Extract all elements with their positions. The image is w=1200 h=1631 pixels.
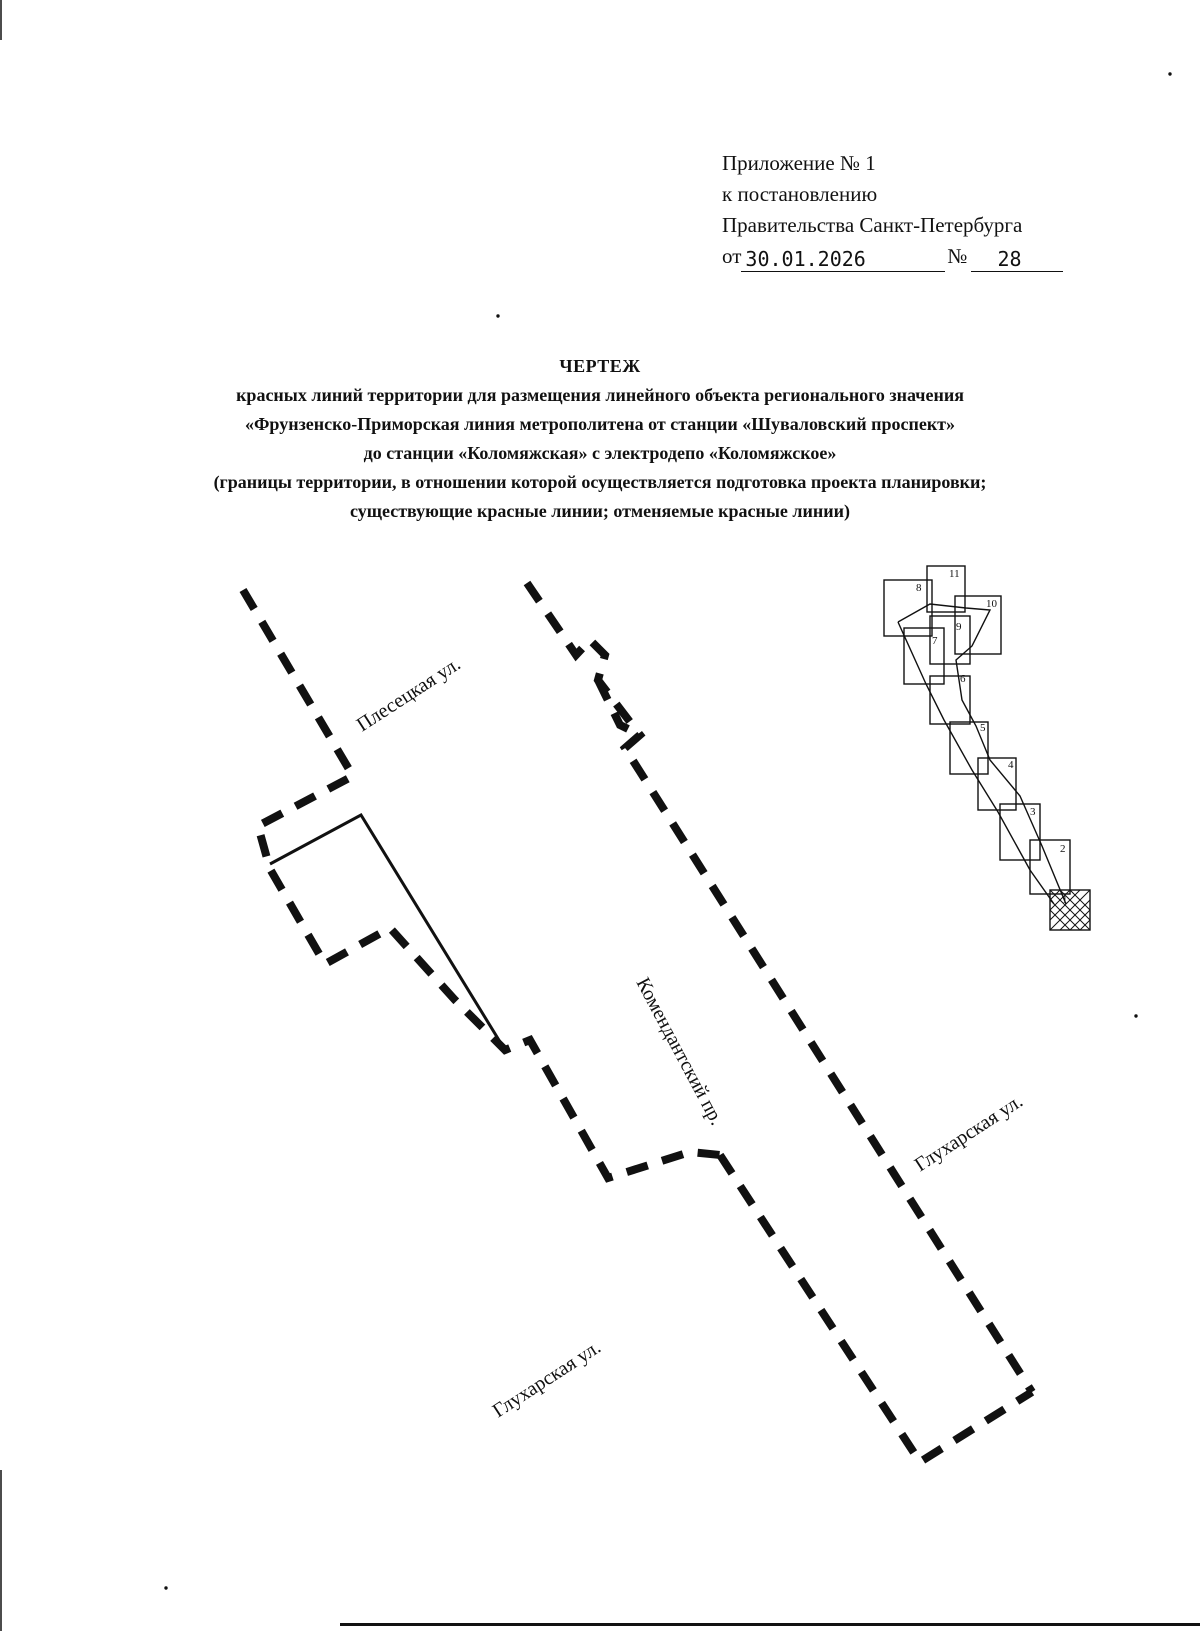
scan-dot-1 [1168, 72, 1172, 76]
index-sheet-number-8: 8 [916, 582, 922, 594]
street-label-glukharskaya-west: Глухарская ул. [489, 1336, 605, 1422]
title-line-1: красных линий территории для размещения … [236, 385, 964, 405]
boundary-east [523, 580, 1036, 1395]
street-labels: Плесецкая ул. Комендантский пр. Глухарск… [353, 653, 1027, 1422]
index-sheet-number-10: 10 [986, 598, 998, 610]
boundary-east-notch [594, 678, 642, 739]
index-sheet-number-7: 7 [932, 635, 938, 647]
existing-red-lines [269, 813, 507, 1051]
scan-marks [0, 0, 1172, 1631]
index-sheet-number-4: 4 [1008, 759, 1014, 771]
appendix-date: 30.01.2026 [741, 247, 946, 272]
appendix-block: Приложение № 1 к постановлению Правитель… [722, 148, 1082, 272]
title-line-5: существующие красные линии; отменяемые к… [350, 501, 850, 521]
territory-boundary-lines [239, 580, 1036, 1468]
index-sheet-5 [949, 721, 989, 775]
title-line-3: до станции «Коломяжская» с электродепо «… [363, 443, 837, 463]
index-sheet-3 [999, 803, 1041, 861]
footer-rule [340, 1623, 1200, 1626]
title-line-4: (границы территории, в отношении которой… [213, 472, 987, 492]
appendix-title: Приложение № 1 [722, 151, 876, 175]
appendix-from-label: от [722, 244, 742, 268]
title-main: ЧЕРТЕЖ [559, 356, 641, 376]
drawing-title: ЧЕРТЕЖ красных линий территории для разм… [120, 352, 1080, 526]
index-sheet-8 [883, 579, 933, 637]
index-sheet-number-9: 9 [956, 621, 962, 633]
index-sheet-11 [926, 565, 966, 613]
appendix-number-sign: № [947, 244, 968, 268]
index-sheet-number-6: 6 [960, 673, 966, 685]
appendix-to-resolution: к постановлению [722, 182, 878, 206]
index-sheet-7 [903, 627, 945, 685]
index-boundary-trace-west [897, 621, 1055, 905]
appendix-government: Правительства Санкт-Петербурга [722, 213, 1023, 237]
index-sheet-number-11: 11 [949, 568, 960, 580]
index-sheet-1-hatch [1049, 889, 1091, 931]
street-label-plesetskaya: Плесецкая ул. [353, 653, 465, 736]
index-sheet-numbers: 8 11 10 9 7 6 5 4 3 2 1 [916, 568, 1068, 906]
index-sheet-number-2: 2 [1060, 843, 1066, 855]
sheet-index-map [883, 565, 1091, 931]
existing-red-line-1 [269, 813, 507, 1051]
index-sheet-number-5: 5 [980, 722, 986, 734]
appendix-date-number: от 30.01.2026 № 28 [722, 241, 1082, 272]
index-sheet-number-3: 3 [1030, 806, 1036, 818]
street-label-komendantsky: Комендантский пр. [632, 974, 728, 1129]
title-line-2: «Фрунзенско-Приморская линия метрополите… [244, 414, 956, 434]
scan-dot-4 [164, 1586, 168, 1590]
street-label-glukharskaya-east: Глухарская ул. [911, 1090, 1027, 1176]
boundary-west-lower [716, 1152, 1035, 1468]
boundary-west-upper [239, 587, 721, 1183]
scan-dot-3 [1134, 1014, 1138, 1018]
index-sheet-number-1: 1 [1062, 894, 1068, 906]
scan-dot-2 [496, 314, 500, 318]
appendix-number: 28 [971, 247, 1064, 272]
index-sheet-10 [954, 595, 1002, 655]
index-sheet-9 [929, 615, 971, 665]
index-boundary-trace [897, 603, 1067, 905]
